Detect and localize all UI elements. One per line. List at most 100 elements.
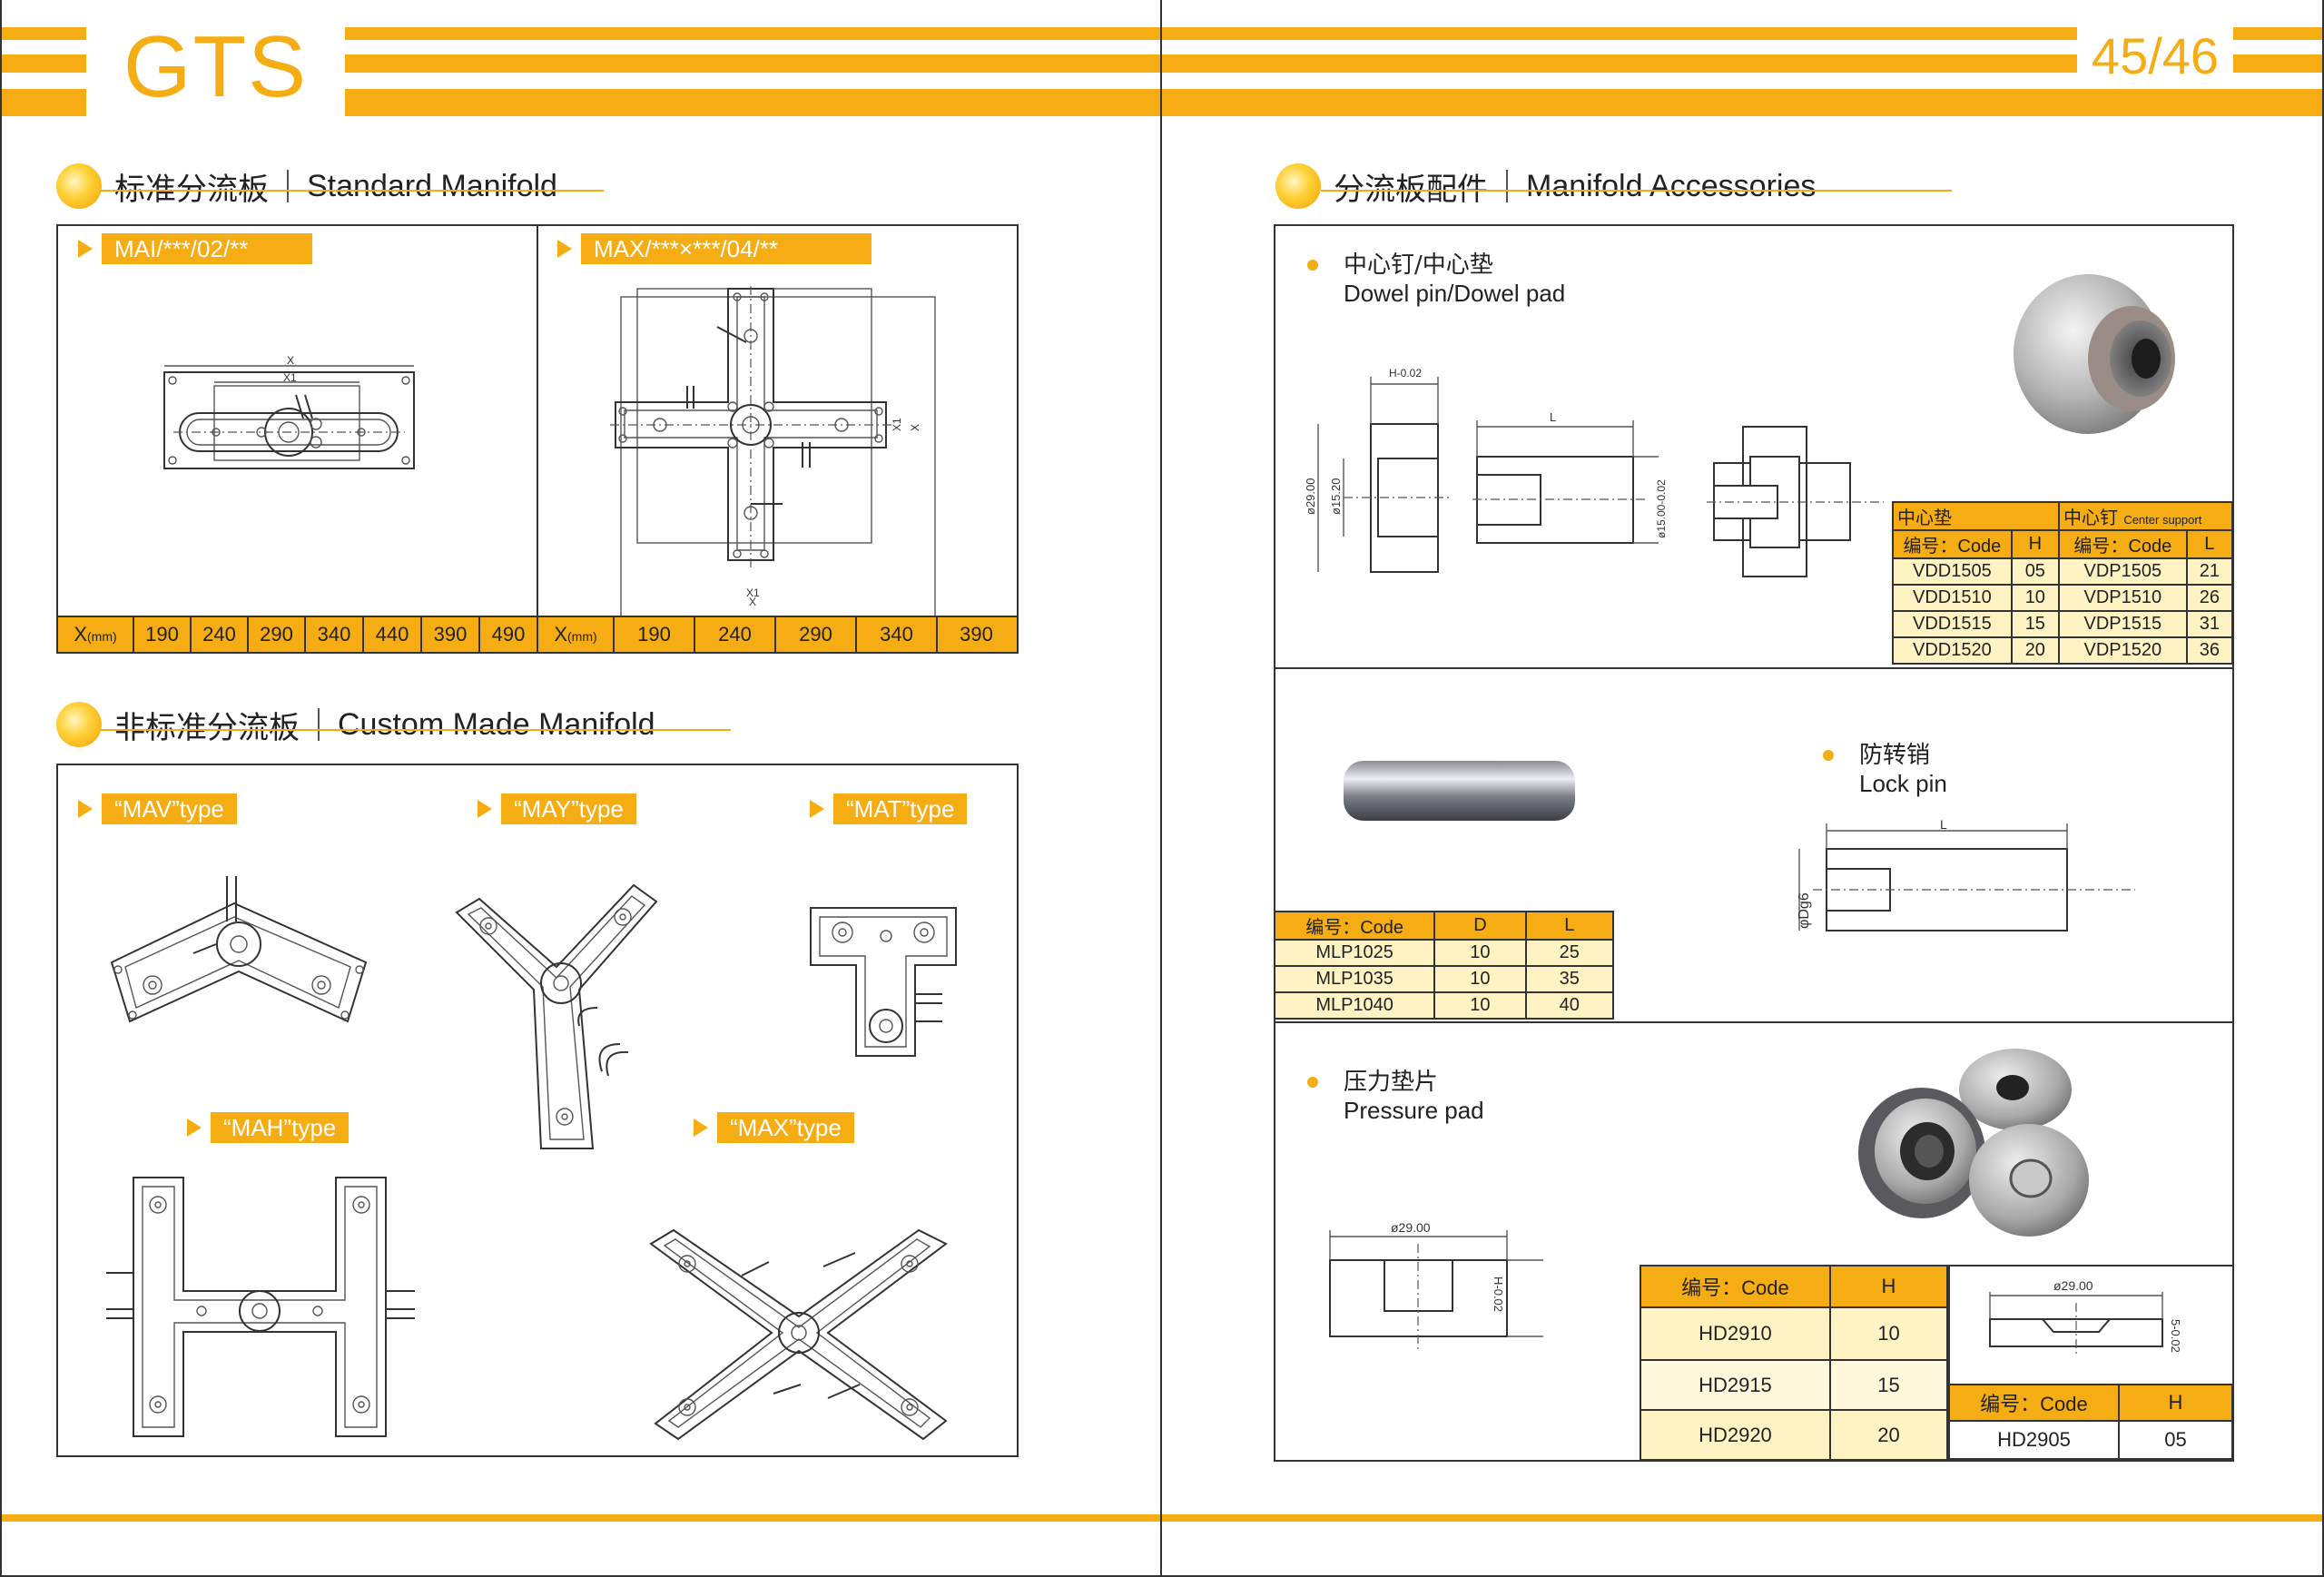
section-bullet-icon [56,163,102,209]
table-group-header: 中心钉 Center support [2057,501,2234,531]
page-number: 45/46 [2077,25,2233,87]
dim-h5-label: 5-0.02 [2169,1319,2182,1353]
size-cell: 190 [134,617,192,652]
pressure-pad-thin-box [1948,1265,2233,1385]
lock-pin-drawing: L φDg6 [1797,817,2135,931]
max-size-row: X(mm) 190 240 290 340 390 [537,616,1017,652]
triangle-icon [78,800,93,818]
header-stripe-1 [0,27,2324,40]
pressure-pad-heading: 压力垫片 Pressure pad [1307,1068,1484,1124]
section-underline [1321,190,1952,192]
footer-stripe [0,1514,2324,1522]
dim-x-label: X [749,596,756,608]
dim-d29b-label: ø29.00 [2053,1278,2093,1293]
tag-max: MAX/***×***/04/** [557,233,872,264]
dowel-pad-drawing: H-0.02 ø29.00 ø15.20 [1304,367,1452,573]
size-cell: 490 [491,623,526,646]
triangle-icon [78,240,93,258]
table-header-cell: H [2010,529,2060,559]
tag-mah: “MAH”type [187,1112,350,1143]
brand-logo: GTS [86,16,345,118]
triangle-icon [478,800,492,818]
max-custom-manifold-drawing [649,1228,948,1441]
section-underline [100,729,731,731]
svg-text:X1: X1 [891,418,903,431]
dim-d1500-label: ø15.00-0.02 [1655,479,1668,538]
table-row: VDD1515 15 VDP1515 31 [1892,610,2234,638]
table-header-cell: 编号：Code [2057,529,2188,559]
table-header-cell: L [2185,529,2234,559]
table-row: HD2905 05 [1948,1420,2234,1460]
pressure-pad-thin-drawing: ø29.00 5-0.02 [1989,1278,2182,1355]
section-bullet-icon [1275,163,1321,209]
pressure-name-en: Pressure pad [1344,1097,1484,1124]
svg-text:X: X [909,424,921,431]
tag-may: “MAY”type [478,793,636,824]
table-header-cell: 编号：Code [1273,911,1436,941]
tag-mav: “MAV”type [78,793,237,824]
dowel-name-en: Dowel pin/Dowel pad [1344,280,1566,307]
triangle-icon [694,1119,708,1137]
size-cell: 390 [960,623,993,646]
pressure-name-cn: 压力垫片 [1344,1069,1439,1096]
dim-l-label: L [1940,817,1947,832]
table-row: MLP1035 10 35 [1273,965,1615,993]
table-header-cell: D [1433,911,1527,941]
pressure-pad-drawing: ø29.00 H-0.02 [1329,1220,1543,1353]
dim-h-label: H-0.02 [1492,1276,1505,1312]
mah-manifold-drawing [106,1177,415,1437]
pressure-table-2: 编号：Code H HD2905 05 [1948,1384,2234,1460]
mai-manifold-drawing: X X1 [163,354,415,469]
dowel-pin-heading: 中心钉/中心垫 Dowel pin/Dowel pad [1307,251,1565,307]
mat-manifold-drawing [810,907,957,1057]
table-header-cell: L [1524,911,1615,941]
section-title-en: Custom Made Manifold [338,706,655,742]
table-row: MLP1040 10 40 [1273,991,1615,1020]
section-standard-manifold: 标准分流板 Standard Manifold [56,159,557,213]
section-title-cn: 标准分流板 [114,171,269,208]
mai-size-row: X(mm) 190 240 290 340 440 390 490 [58,616,537,652]
table-header-cell: H [1828,1265,1949,1308]
mav-manifold-drawing [110,876,368,1023]
section-title-cn: 非标准分流板 [114,709,300,746]
size-cell: 240 [192,617,249,652]
table-row: HD2920 20 [1640,1409,1949,1461]
size-cell: 240 [695,617,776,652]
standard-manifold-box [56,224,1019,654]
section-title-en: Manifold Accessories [1526,168,1817,203]
dim-d29-label: ø29.00 [1391,1220,1431,1235]
dim-d1520-label: ø15.20 [1329,478,1343,515]
size-cell: 440 [364,617,422,652]
table-header-cell: H [2117,1384,2234,1422]
dowel-name-cn: 中心钉/中心垫 [1344,251,1493,279]
table-header-cell: 编号：Code [1948,1384,2120,1422]
size-cell: 390 [422,617,480,652]
dowel-assembly-drawing [1707,426,1884,577]
header-stripe-3 [0,89,2324,116]
section-custom-manifold: 非标准分流板 Custom Made Manifold [56,697,655,752]
table-row: MLP1025 10 25 [1273,939,1615,967]
lock-pin-table: 编号：Code D L MLP1025 10 25 MLP1035 10 35 … [1273,911,1615,1020]
lockpin-name-en: Lock pin [1859,770,1947,797]
dowel-photo [2014,274,2175,434]
table-row: HD2915 15 [1640,1359,1949,1411]
dim-x1-label: X1 [283,371,297,384]
tag-max-custom: “MAX”type [694,1112,854,1143]
table-header-cell: 编号：Code [1892,529,2013,559]
dowel-table: 中心垫 中心钉 Center support 编号：Code H 编号：Code… [1892,501,2234,665]
size-row-header: X(mm) [538,617,615,652]
section-manifold-accessories: 分流板配件 Manifold Accessories [1275,159,1816,213]
lockpin-name-cn: 防转销 [1859,742,1931,769]
dim-h-label: H-0.02 [1389,367,1422,379]
section-bullet-icon [56,702,102,747]
dim-x-label: X [287,354,294,367]
may-manifold-drawing [455,883,658,1149]
table-row: VDD1505 05 VDP1505 21 [1892,557,2234,586]
table-row: VDD1520 20 VDP1520 36 [1892,636,2234,665]
pressure-table-1: 编号：Code H HD2910 10 HD2915 15 HD2920 20 [1640,1265,1949,1461]
section-title-cn: 分流板配件 [1334,171,1488,208]
dim-d-label: φDg6 [1797,892,1812,929]
dim-x1-label: X1 [746,586,760,599]
section-underline [100,190,604,192]
triangle-icon [187,1119,202,1137]
